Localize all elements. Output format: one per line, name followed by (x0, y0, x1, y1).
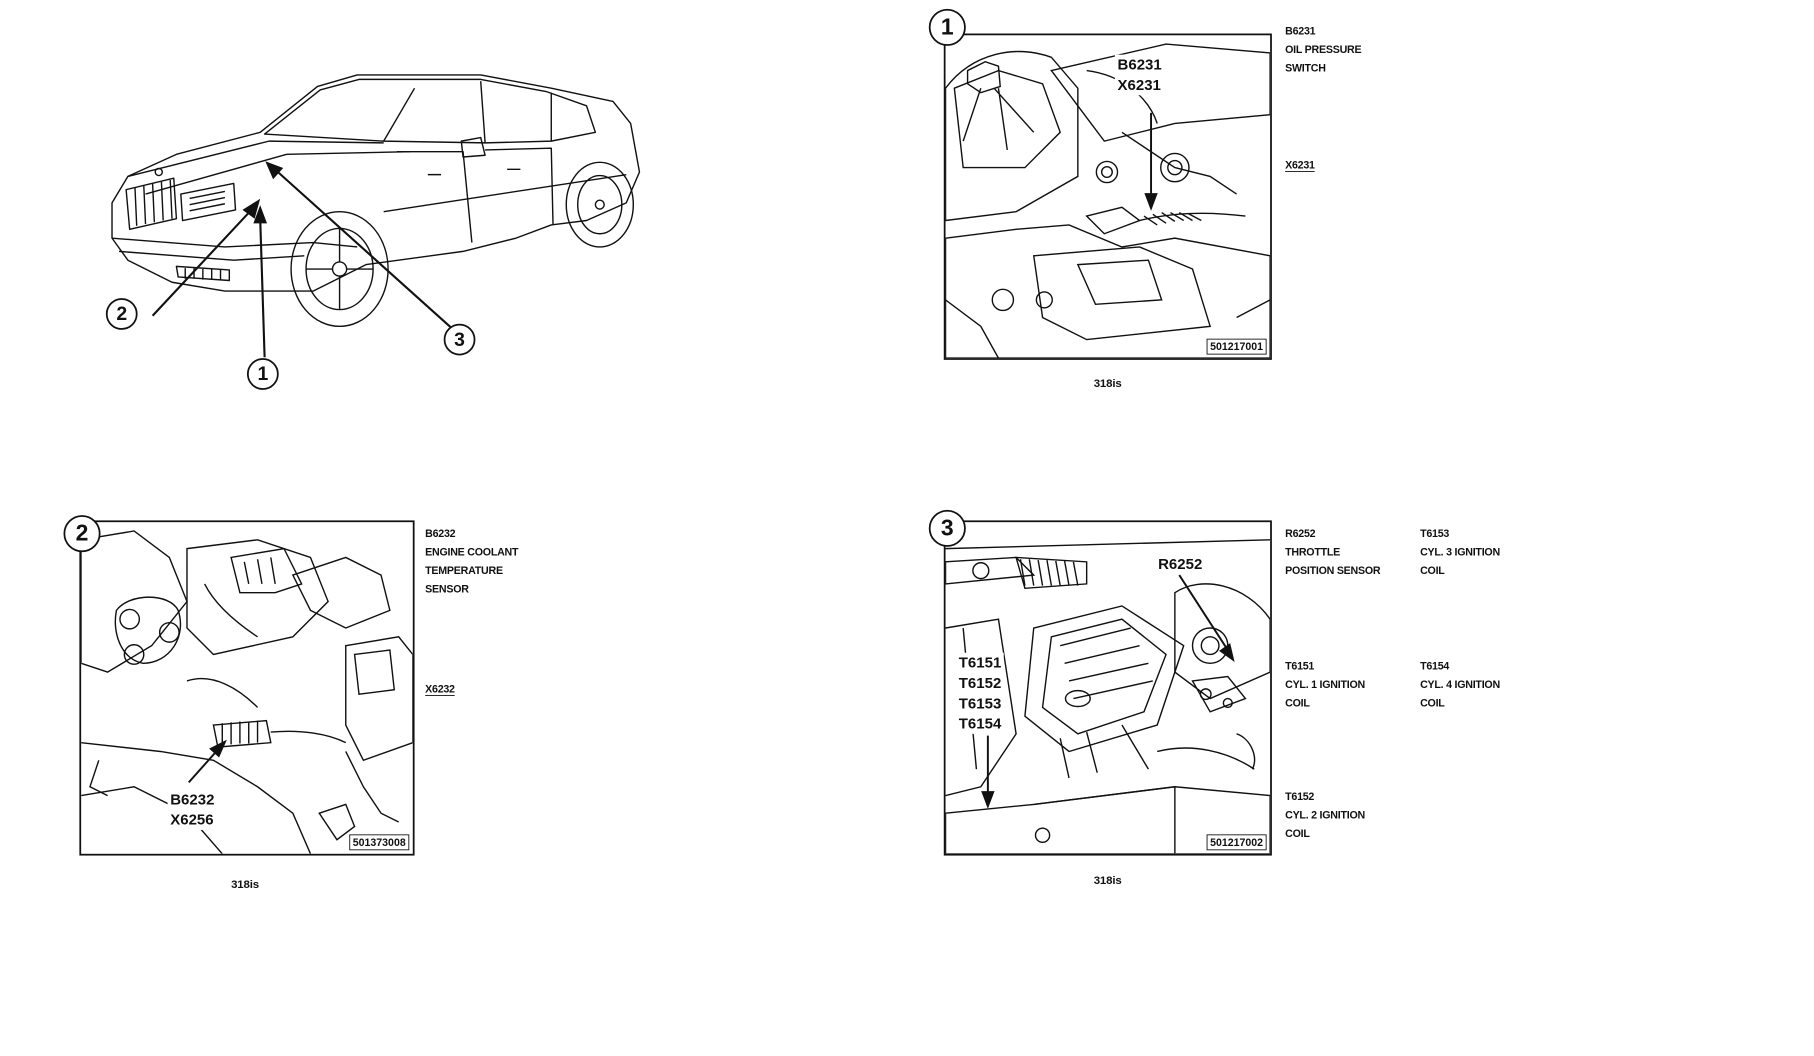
callout-3: 3 (443, 323, 476, 356)
car-illustration (111, 74, 641, 358)
panel-3-label-t6152: T6152 CYL. 2 IGNITION COIL (1285, 789, 1365, 840)
panel-3-callout-tag-r6252: R6252 (1155, 553, 1205, 575)
panel-1-label-b6231: B6231 OIL PRESSURE SWITCH (1285, 23, 1362, 75)
panel-3-label-t6154: T6154 CYL. 4 IGNITION COIL (1420, 658, 1500, 710)
panel-2-label-x6232: X6232 (425, 681, 455, 696)
panel-2-caption: 318is (231, 877, 259, 891)
panel-3-number: 3 (928, 509, 966, 547)
panel-1-callout-tag: B6231 X6231 (1114, 54, 1165, 96)
panel-3-engine-illustration (945, 539, 1271, 854)
panel-3-label-r6252: R6252 THROTTLE POSITION SENSOR (1285, 526, 1381, 577)
panel-1-engine-illustration (945, 43, 1271, 359)
panel-3-label-t6153: T6153 CYL. 3 IGNITION COIL (1420, 526, 1500, 577)
panel-3-frame: R6252 T6151 T6152 T6153 T6154 501217002 (943, 520, 1272, 856)
callout-2: 2 (105, 298, 138, 330)
panel-2-engine-illustration (81, 530, 413, 854)
panel-3-caption: 318is (1093, 873, 1122, 887)
panel-2-number: 2 (63, 515, 101, 553)
panel-2-label-b6232: B6232 ENGINE COOLANT TEMPERATURE SENSOR (425, 526, 519, 596)
car-overview (93, 71, 666, 406)
panel-2-callout-tag: B6232 X6256 (167, 789, 218, 830)
panel-2-frame: B6232 X6256 501373008 (79, 520, 415, 856)
panel-3-figure-id: 501217002 (1206, 834, 1267, 851)
panel-1-number: 1 (928, 8, 966, 46)
panel-3-callout-tag-coils: T6151 T6152 T6153 T6154 (956, 652, 1004, 734)
panel-1-figure-id: 501217001 (1206, 338, 1267, 355)
panel-1-caption: 318is (1093, 376, 1122, 390)
panel-1-frame: B6231 X6231 501217001 (943, 33, 1272, 360)
callout-1: 1 (246, 358, 279, 390)
panel-3-label-t6151: T6151 CYL. 1 IGNITION COIL (1285, 658, 1365, 710)
panel-1-label-x6231: X6231 (1285, 157, 1315, 172)
panel-2-figure-id: 501373008 (349, 834, 410, 851)
